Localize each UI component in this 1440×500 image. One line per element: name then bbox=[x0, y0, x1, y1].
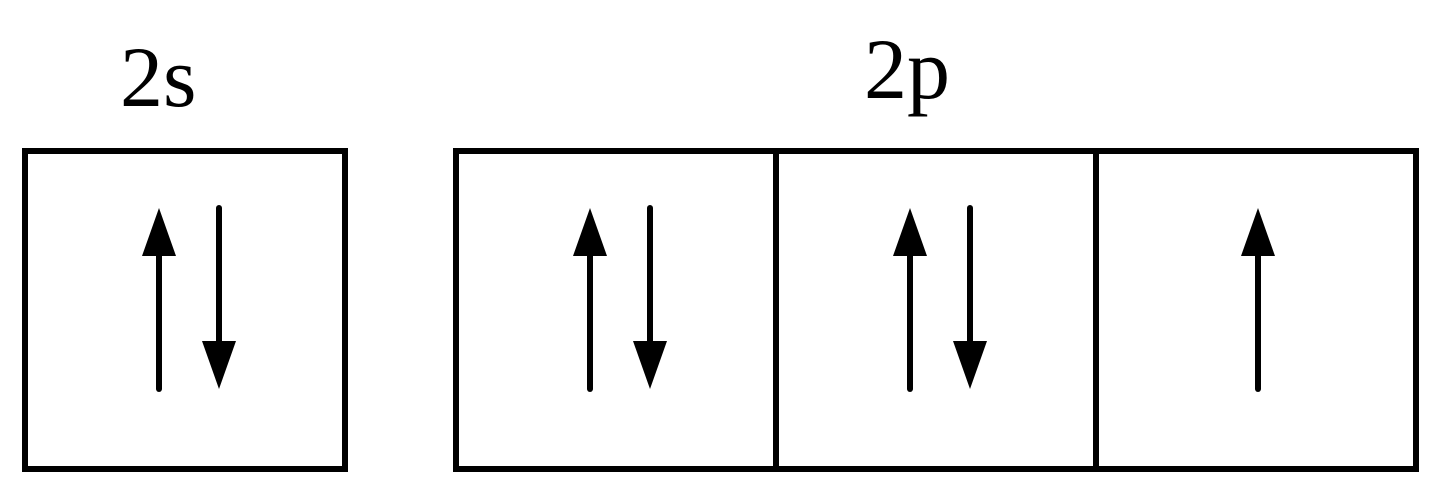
subshell-frame-2p bbox=[453, 148, 1419, 472]
electron-up-arrow-icon bbox=[573, 208, 607, 392]
subshell-label-2p: 2p bbox=[864, 21, 950, 117]
electron-down-arrow-icon bbox=[633, 205, 667, 389]
electron-up-arrow-icon bbox=[1241, 208, 1275, 392]
electron-up-arrow-icon bbox=[142, 208, 176, 392]
electron-down-arrow-icon bbox=[202, 205, 236, 389]
electron-up-arrow-icon bbox=[893, 208, 927, 392]
subshell-2p bbox=[453, 148, 1419, 472]
subshell-frame-2s bbox=[22, 148, 348, 472]
subshell-label-2s: 2s bbox=[120, 29, 197, 125]
subshell-2s bbox=[22, 148, 348, 472]
electron-down-arrow-icon bbox=[953, 205, 987, 389]
